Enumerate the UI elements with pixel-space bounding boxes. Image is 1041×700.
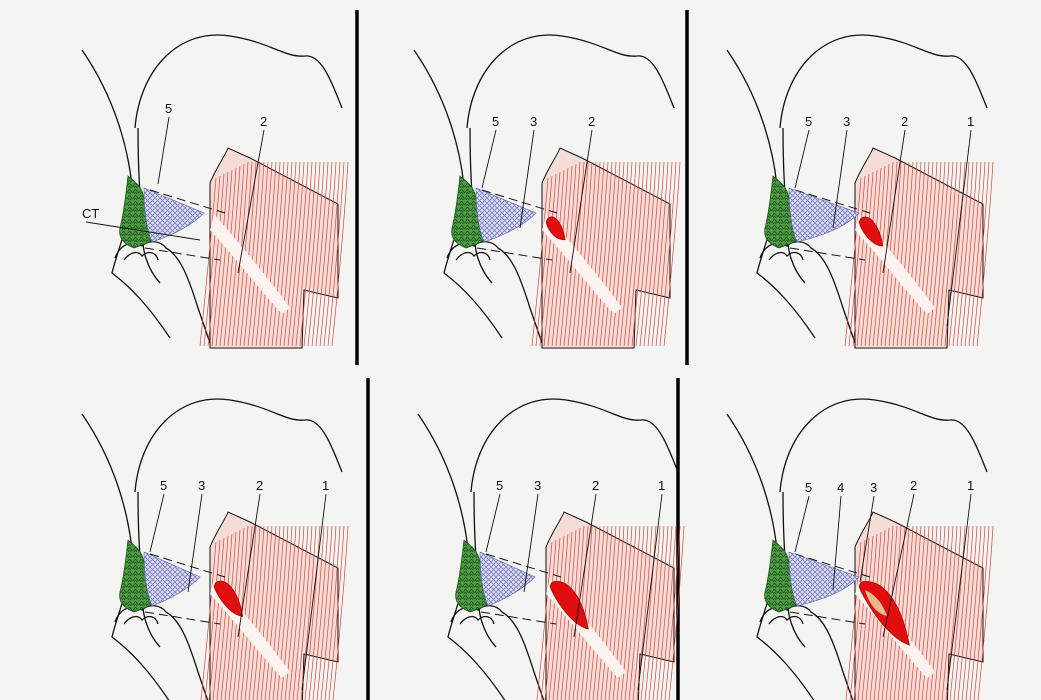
mesh-region: [789, 188, 859, 242]
label-5: 5: [805, 114, 812, 129]
label-leader-5: [795, 130, 809, 188]
arch-inner-contour: [769, 617, 803, 624]
label-leader-5: [482, 130, 496, 188]
label-2: 2: [901, 114, 908, 129]
arch-inner-contour: [124, 253, 158, 260]
label-2: 2: [588, 114, 595, 129]
panel-5: 5 3 2 1: [418, 399, 684, 700]
arch-inner-contour: [124, 617, 158, 624]
label-5: 5: [160, 478, 167, 493]
panel-1: CT 5 2: [82, 35, 348, 348]
label-2: 2: [910, 478, 917, 493]
dashed-lower-line: [790, 248, 865, 260]
label-3: 3: [198, 478, 205, 493]
panel-6: 5 4 3 2 1: [727, 399, 993, 700]
dashed-lower-line: [481, 612, 556, 624]
label-3: 3: [843, 114, 850, 129]
arch-inner-contour: [456, 253, 490, 260]
label-1: 1: [658, 478, 665, 493]
label-1: 1: [322, 478, 329, 493]
label-5: 5: [496, 478, 503, 493]
label-3: 3: [534, 478, 541, 493]
dashed-lower-line: [145, 248, 220, 260]
arch-inner-contour: [460, 617, 494, 624]
upper-contour-line: [780, 399, 987, 492]
label-leader-5: [158, 117, 169, 184]
mesh-region: [144, 188, 204, 242]
panel-4: 5 3 2 1: [82, 399, 348, 700]
arch-contour: [115, 606, 210, 700]
label-1: 1: [967, 114, 974, 129]
label-1: 1: [967, 478, 974, 493]
dashed-lower-line: [477, 248, 552, 260]
panel-3: 5 3 2 1: [727, 35, 993, 348]
mesh-region: [144, 552, 200, 606]
label-5: 5: [805, 480, 812, 495]
label-3: 3: [530, 114, 537, 129]
muscle-bundle: [200, 148, 348, 348]
dashed-lower-line: [145, 612, 220, 624]
mesh-region: [789, 552, 859, 606]
label-ct: CT: [82, 206, 99, 221]
label-leader-5: [150, 494, 164, 552]
label-5: 5: [165, 101, 172, 116]
muscle-bundle: [536, 512, 684, 700]
muscle-bundle: [532, 148, 680, 348]
arch-inner-contour: [769, 253, 803, 260]
label-2: 2: [260, 114, 267, 129]
label-2: 2: [256, 478, 263, 493]
label-2: 2: [592, 478, 599, 493]
arch-contour: [451, 606, 546, 700]
muscle-bundle: [200, 512, 348, 700]
mesh-region: [476, 188, 536, 242]
dashed-lower-line: [790, 612, 865, 624]
muscle-bundle: [845, 148, 993, 348]
panel-2: 5 3 2: [414, 35, 680, 348]
label-5: 5: [492, 114, 499, 129]
arch-contour: [760, 606, 855, 700]
label-leader-5: [795, 496, 809, 552]
label-leader-5: [486, 494, 500, 552]
label-4: 4: [837, 480, 844, 495]
label-3: 3: [870, 480, 877, 495]
